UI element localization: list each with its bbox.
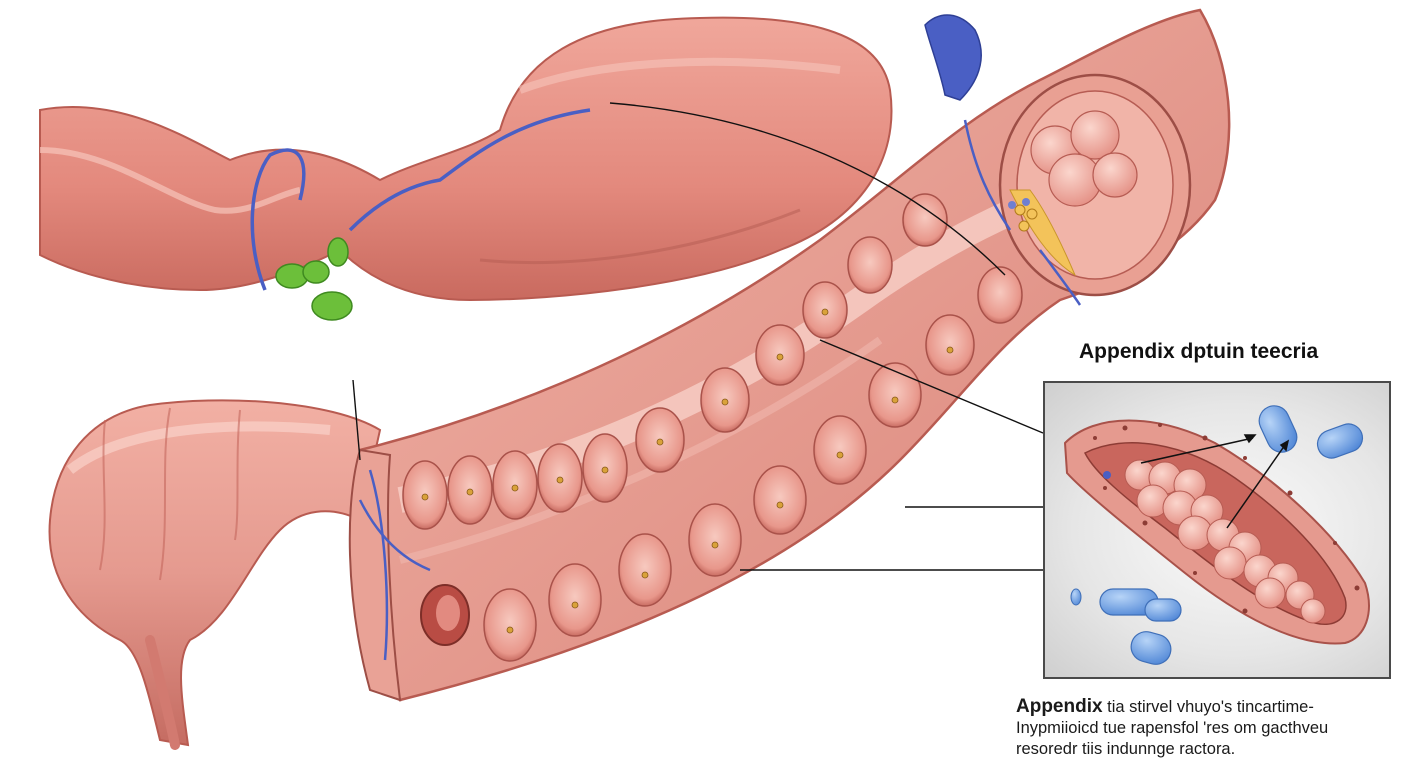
colon [48,399,382,750]
caption-line-2: Inypmiioicd tue rapensfol 'res om gacthv… [1016,719,1329,737]
caption-line-3: resoredr tiis indunnge ractora. [1016,740,1236,758]
inset-cell-cluster [1124,459,1326,624]
caption-lead: Appendix [1016,696,1103,717]
gland-dots [421,308,954,634]
caption-line-1: Appendix tia stirvel vhuyo's tincartime- [1016,696,1388,718]
figure-caption: Appendix tia stirvel vhuyo's tincartime-… [1016,696,1388,760]
vessel-top [924,14,982,101]
appendix-inset-panel [1043,381,1391,679]
inset-arrows [1140,434,1290,529]
stomach-intestine [39,16,893,321]
inset-illustration [1063,405,1370,665]
caption-line-1-rest: tia stirvel vhuyo's tincartime- [1102,698,1314,716]
mucosal-folds-lower [483,266,1023,662]
inset-title: Appendix dptuin teecria [1079,340,1319,363]
inset-bacteria [1070,405,1364,665]
inset-wall-dots [1093,423,1360,614]
lumen-opening [963,73,1192,306]
